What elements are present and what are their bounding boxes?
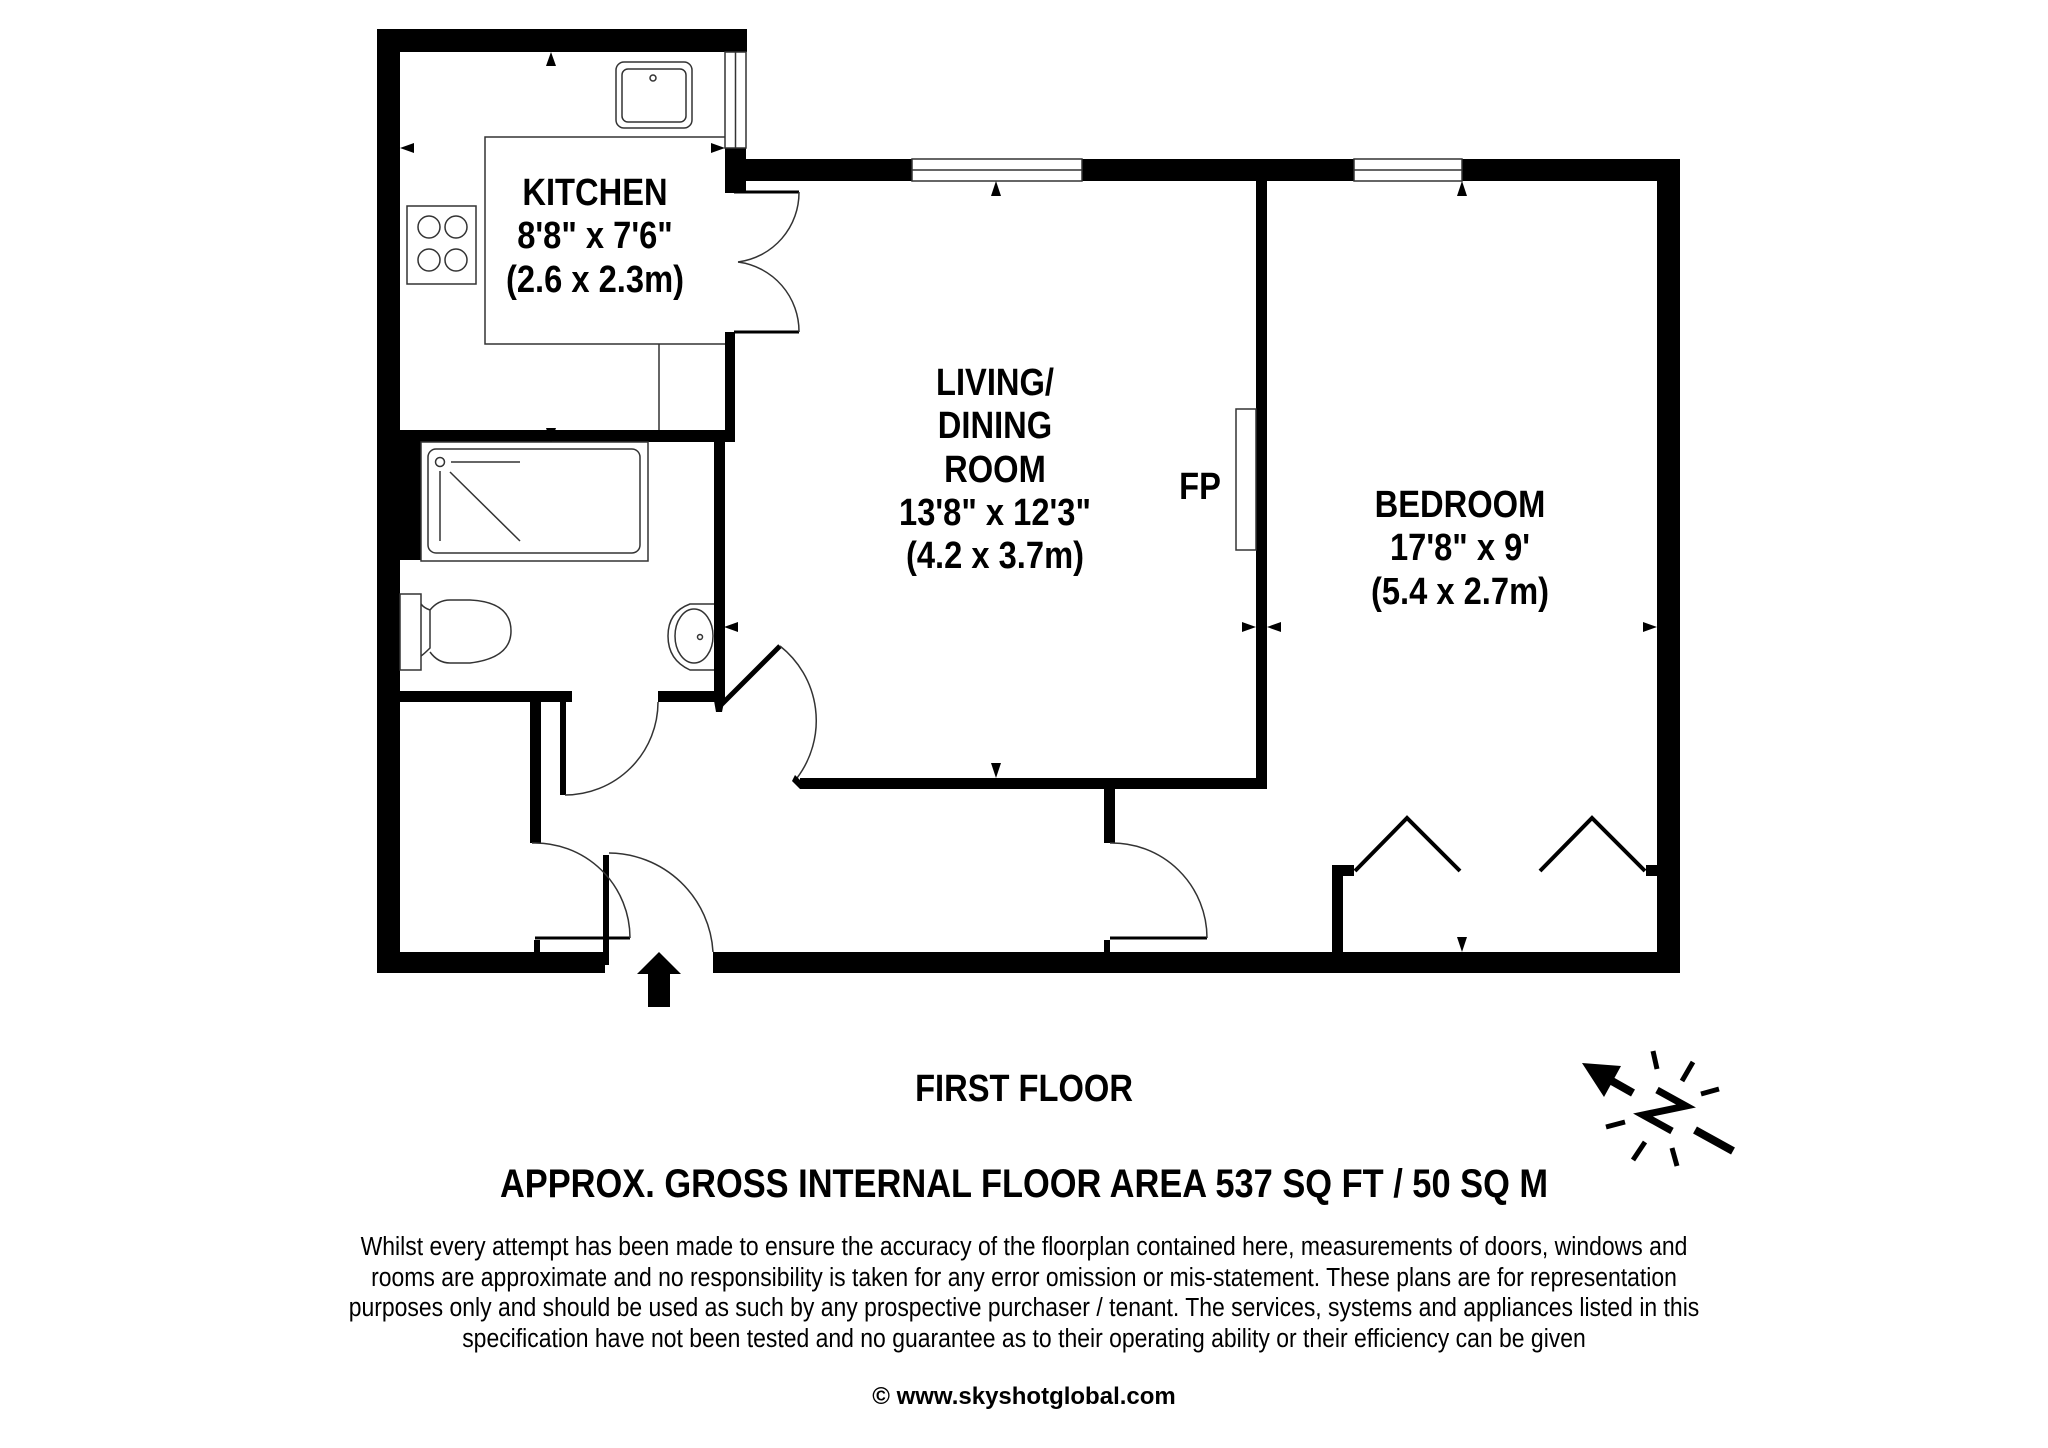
measure-arrows	[400, 52, 1657, 952]
wall-closet-cap	[1332, 865, 1354, 876]
room-name: BEDROOM	[1374, 484, 1546, 526]
room-label-bedroom: BEDROOM 17'8" x 9' (5.4 x 2.7m)	[1348, 484, 1572, 614]
wash-basin	[667, 603, 714, 671]
walls	[377, 29, 1680, 973]
room-name-line1: LIVING/	[935, 362, 1055, 404]
bath-tub	[420, 441, 649, 562]
wall-outer-left	[377, 29, 400, 973]
door-wardrobe-right	[1538, 815, 1647, 873]
wall-closet-cap-right	[1646, 865, 1658, 876]
door-bathroom	[564, 701, 659, 796]
wall-cupboard	[530, 702, 541, 843]
windows	[724, 51, 1463, 182]
doors	[531, 190, 1647, 953]
wall-living-bottom	[800, 778, 1267, 789]
wall-bath-bottom-right	[658, 691, 724, 702]
north-compass-icon	[1582, 1050, 1735, 1167]
kitchen-counter	[484, 136, 725, 345]
door-cupboard	[531, 842, 631, 939]
wall-bath-left-block	[400, 442, 421, 560]
room-label-kitchen: KITCHEN 8'8" x 7'6" (2.6 x 2.3m)	[498, 172, 692, 302]
copyright-link[interactable]: © www.skyshotglobal.com	[872, 1383, 1176, 1410]
fixtures	[399, 61, 1257, 671]
disclaimer-line: rooms are approximate and no responsibil…	[371, 1263, 1677, 1292]
wall-top-bedroom-right	[1462, 159, 1680, 181]
room-dims-imperial: 17'8" x 9'	[1389, 527, 1531, 570]
fireplace-label: FP	[1179, 466, 1221, 508]
area-summary: APPROX. GROSS INTERNAL FLOOR AREA 537 SQ…	[499, 1162, 1549, 1206]
fireplace	[1235, 408, 1257, 551]
disclaimer: Whilst every attempt has been made to en…	[304, 1232, 1744, 1354]
room-dims-metric: (4.2 x 3.7m)	[905, 535, 1085, 578]
wall-bottom-right	[713, 952, 1680, 973]
door-kitchen-lower	[737, 261, 800, 333]
wall-top-living-left	[725, 159, 912, 181]
kitchen-hob	[406, 205, 477, 285]
wall-top-living-mid	[1082, 159, 1354, 181]
disclaimer-line: specification have not been tested and n…	[462, 1324, 1586, 1353]
kitchen-sink	[615, 61, 693, 129]
wall-cupboard-jamb	[560, 695, 566, 795]
wall-closet-left	[1332, 865, 1343, 953]
door-kitchen-upper	[737, 191, 800, 263]
room-dims-metric: (2.6 x 2.3m)	[505, 258, 685, 301]
wall-bath-bottom-left	[400, 691, 572, 702]
room-dims-imperial: 13'8" x 12'3"	[899, 491, 1091, 534]
wall-jamb-cupboard-bottom	[534, 940, 540, 954]
wall-outer-right	[1657, 159, 1680, 973]
room-dims-imperial: 8'8" x 7'6"	[517, 215, 673, 258]
door-bedroom	[1109, 842, 1208, 939]
room-label-living: LIVING/ DINING ROOM 13'8" x 12'3" (4.2 x…	[879, 362, 1111, 579]
toilet-bowl	[420, 599, 512, 664]
wall-kitchen-right-lower	[725, 332, 735, 442]
room-name-line2: DINING	[937, 405, 1053, 448]
wall-bath-right	[714, 442, 725, 702]
wall-kitchen-bath	[400, 430, 735, 442]
wall-kitchen-top	[377, 29, 747, 52]
entrance-arrow-icon	[637, 952, 681, 1007]
wall-hall-jamb	[1104, 940, 1110, 954]
disclaimer-line: purposes only and should be used as such…	[348, 1294, 1700, 1322]
door-living	[779, 645, 818, 779]
wall-hall-stub	[1104, 789, 1115, 843]
room-name: KITCHEN	[522, 172, 668, 214]
disclaimer-line: Whilst every attempt has been made to en…	[360, 1233, 1688, 1261]
wall-jamb-entry	[603, 855, 609, 965]
room-dims-metric: (5.4 x 2.7m)	[1370, 570, 1550, 613]
toilet-cistern	[399, 593, 422, 671]
door-wardrobe-left	[1353, 815, 1462, 873]
room-name-line3: ROOM	[944, 448, 1046, 491]
door-entrance	[608, 852, 714, 953]
floor-title: FIRST FLOOR	[915, 1068, 1133, 1110]
wall-living-bedroom	[1256, 181, 1267, 789]
wall-bottom-left	[377, 952, 605, 973]
